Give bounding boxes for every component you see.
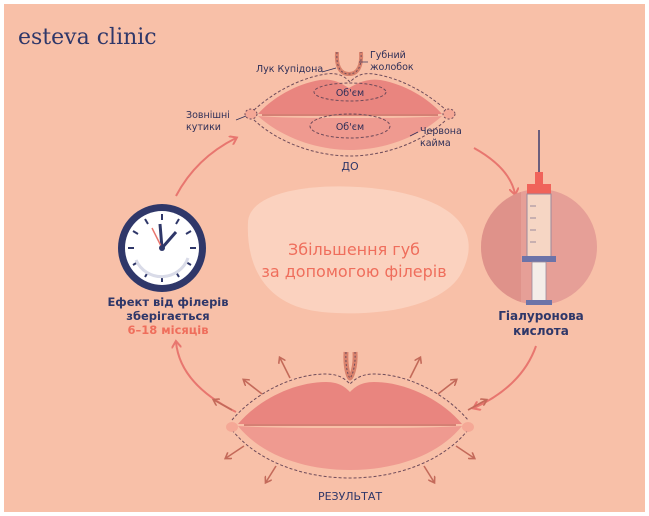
result-caption: РЕЗУЛЬТАТ [318, 490, 382, 503]
duration-line1: Ефект від філерів [107, 295, 228, 309]
arrow-before-to-product [473, 147, 515, 194]
lips-before [244, 51, 456, 157]
corners-label-line2: кутики [186, 122, 221, 133]
center-blob [247, 186, 469, 314]
before-caption: ДО [341, 160, 359, 173]
philtrum-label-line2: жолобок [370, 62, 414, 73]
arrow-clock-to-before [175, 138, 236, 197]
cupid-bow-leader [321, 67, 337, 73]
center-title-line2: за допомогою філерів [261, 262, 446, 281]
volume-lower-label: Об'єм [336, 122, 364, 133]
expansion-arrows [214, 358, 486, 482]
border-leader [409, 131, 419, 137]
border-label-line2: кайма [420, 138, 451, 149]
corners-label-line1: Зовнішні [186, 110, 230, 121]
brand-logo: esteva clinic [18, 25, 157, 50]
lips-result [226, 351, 474, 479]
volume-upper-label: Об'єм [336, 88, 364, 99]
arrow-product-to-result [474, 345, 537, 408]
duration-months: 6–18 місяців [127, 323, 208, 337]
corners-leader [235, 115, 247, 121]
center-title-line1: Збільшення губ [288, 240, 420, 259]
syringe-icon [481, 130, 597, 305]
duration-line2: зберігається [126, 309, 209, 323]
arrow-result-to-clock [176, 342, 237, 413]
product-label-line2: кислота [513, 324, 569, 338]
clock-icon [118, 204, 206, 292]
philtrum-label-line1: Губний [370, 50, 406, 61]
product-label-line1: Гіалуронова [498, 309, 584, 323]
cupid-bow-label: Лук Купідона [256, 64, 323, 75]
border-label-line1: Червона [420, 126, 462, 137]
